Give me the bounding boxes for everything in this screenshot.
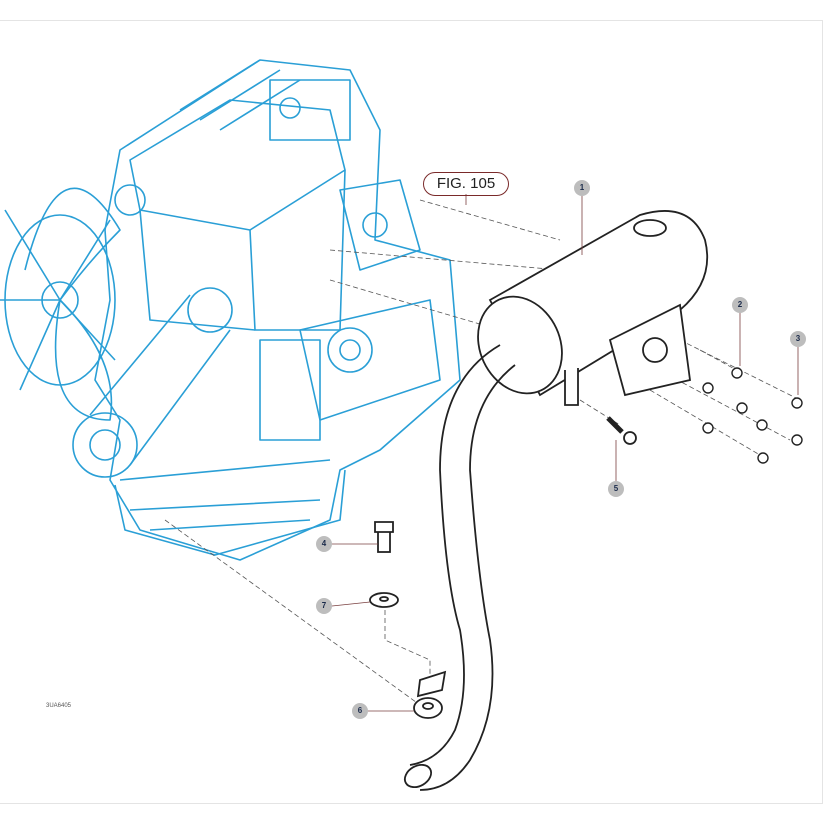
callout-6: 6 [352,703,368,719]
muffler-assembly [369,210,803,791]
callout-3: 3 [790,331,806,347]
figure-reference-label[interactable]: FIG. 105 [423,172,509,196]
callout-5: 5 [608,481,624,497]
callout-1: 1 [574,180,590,196]
callout-leaders [331,194,799,712]
callout-2: 2 [732,297,748,313]
drawing-frame [0,20,823,804]
callout-4: 4 [316,536,332,552]
callout-7: 7 [316,598,332,614]
engine-illustration [0,59,461,561]
drawing-code: 3UA6405 [46,703,72,709]
